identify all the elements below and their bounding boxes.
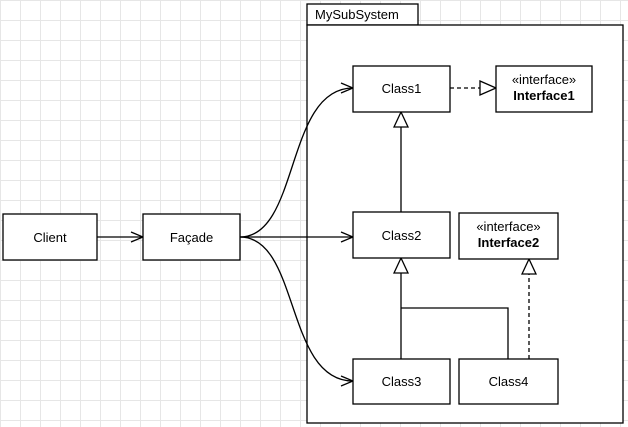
association-facade-class3: [239, 236, 353, 381]
node-class2-label: Class2: [382, 228, 422, 243]
node-client[interactable]: Client: [2, 213, 98, 261]
node-interface2-stereotype: «interface»: [476, 219, 540, 234]
node-class2[interactable]: Class2: [352, 211, 451, 259]
node-interface2-name: Interface2: [478, 235, 539, 250]
node-class1-label: Class1: [382, 81, 422, 96]
node-facade-label: Façade: [170, 230, 213, 245]
node-class4[interactable]: Class4: [458, 358, 559, 405]
generalization-class4-class2: [401, 307, 509, 359]
generalization-arrowhead-class1: [392, 110, 410, 128]
realization-arrowhead-interface1: [479, 80, 498, 96]
node-client-label: Client: [33, 230, 67, 245]
association-facade-class1: [239, 88, 353, 238]
connectors: [97, 80, 538, 381]
node-class3-label: Class3: [382, 374, 422, 389]
node-interface1[interactable]: «interface» Interface1: [495, 65, 593, 113]
node-class1[interactable]: Class1: [352, 65, 451, 113]
node-interface1-name: Interface1: [513, 88, 574, 103]
node-interface1-stereotype: «interface»: [512, 72, 576, 87]
package-name: MySubSystem: [315, 7, 399, 22]
node-facade[interactable]: Façade: [142, 213, 241, 261]
node-class3[interactable]: Class3: [352, 358, 451, 405]
node-class4-label: Class4: [489, 374, 529, 389]
generalization-arrowhead-class2: [392, 256, 410, 274]
realization-arrowhead-interface2: [520, 257, 538, 275]
node-interface2[interactable]: «interface» Interface2: [458, 212, 559, 260]
